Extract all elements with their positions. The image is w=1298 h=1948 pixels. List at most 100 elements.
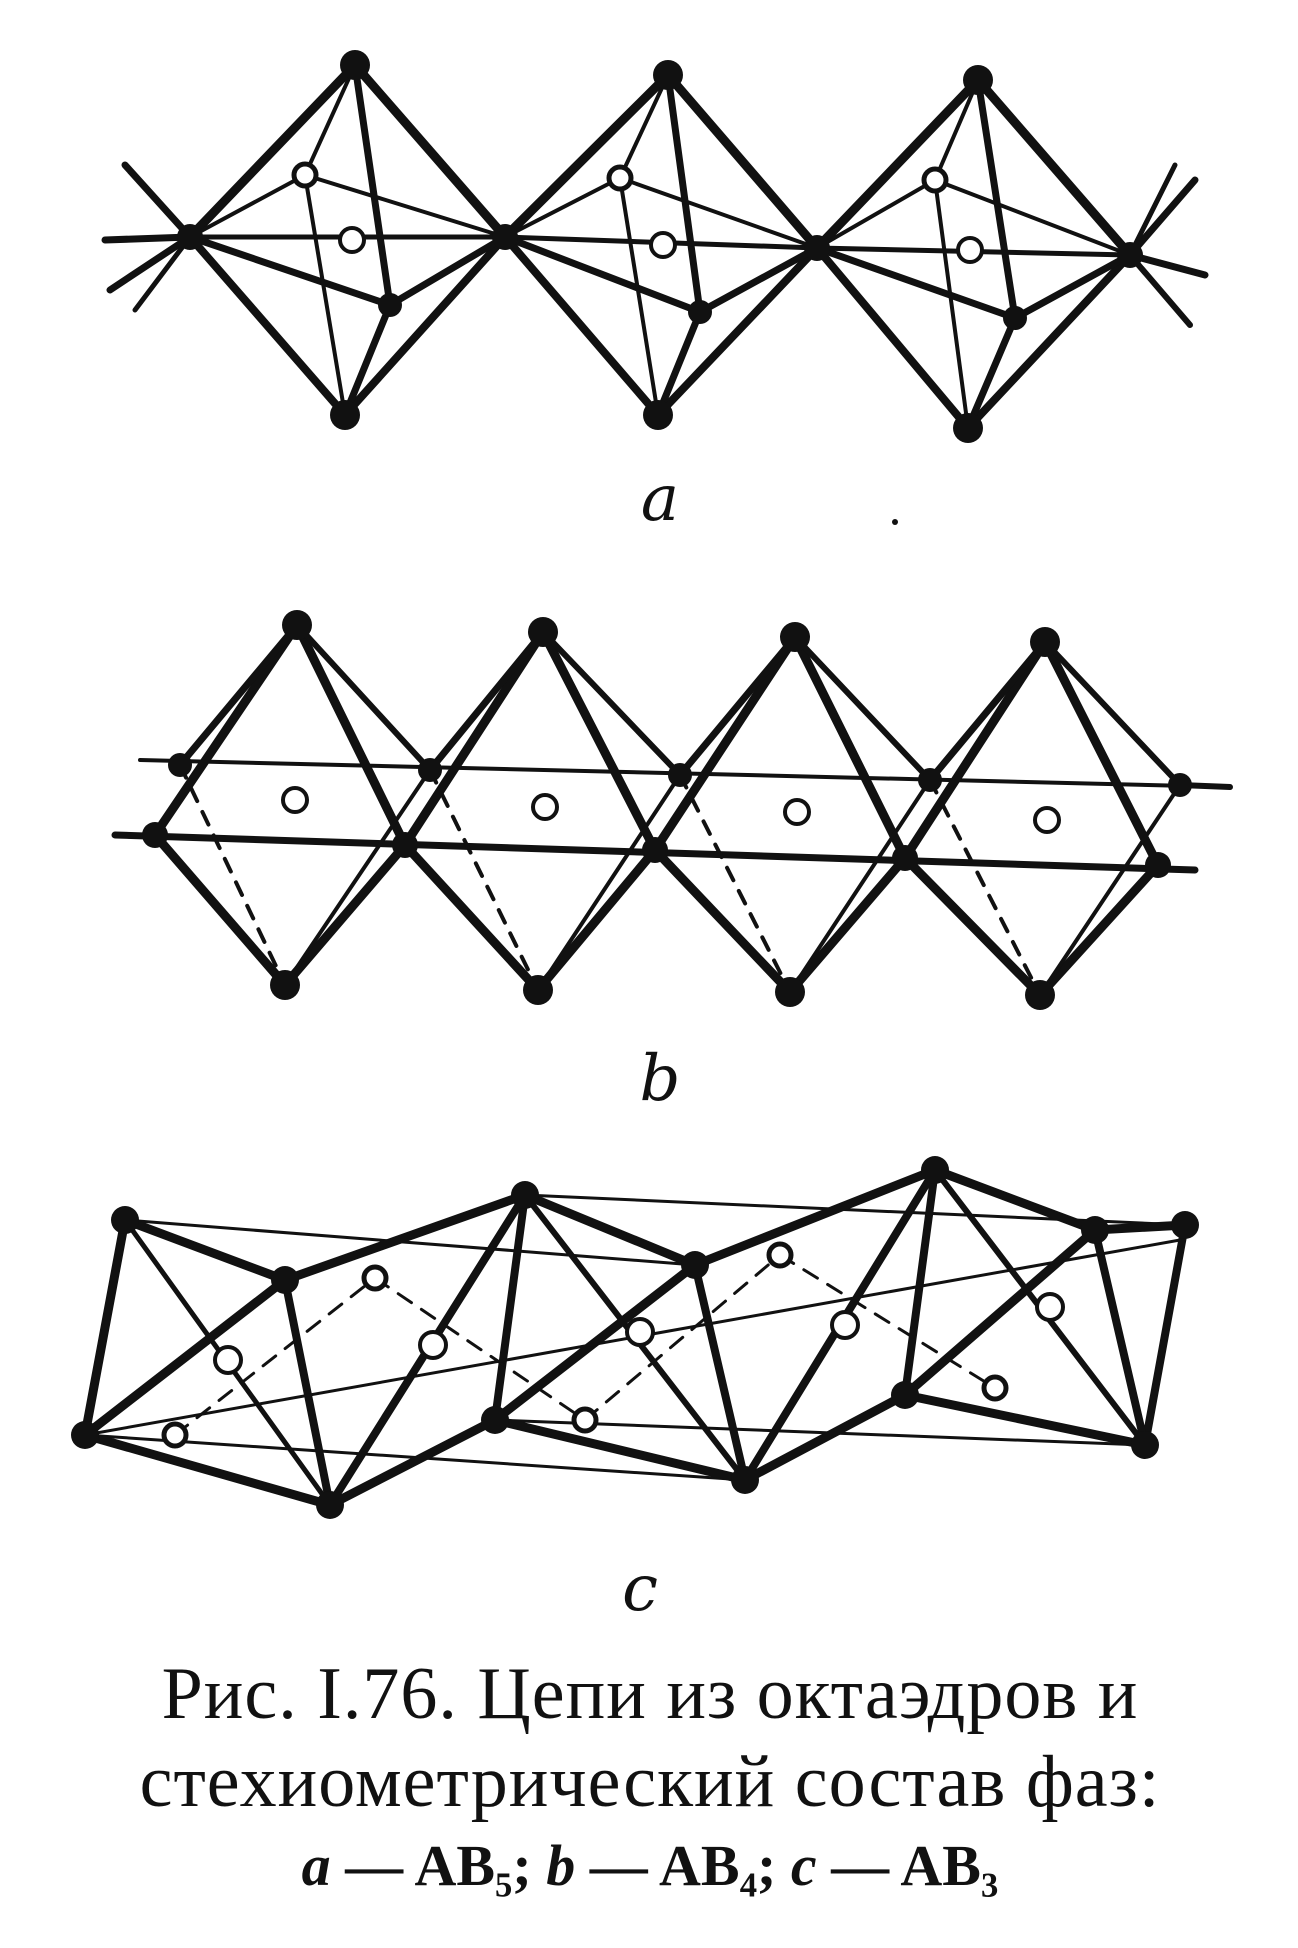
b-atom: [653, 60, 683, 90]
b-atom: [892, 845, 918, 871]
bond-edge: [303, 173, 347, 417]
b-atom: [688, 300, 712, 324]
formula-ab5: AB₅: [414, 1833, 513, 1898]
bond-edge: [740, 1390, 910, 1485]
a-atom: [571, 1406, 599, 1434]
bond-edge: [900, 1225, 1100, 1400]
a-atom: [281, 786, 309, 814]
bond-edge: [1038, 783, 1182, 997]
bond-edge: [618, 176, 660, 417]
bond-edge: [325, 1415, 500, 1510]
b-atom: [177, 224, 203, 250]
a-atom: [338, 226, 366, 254]
formula-ab3: AB₃: [900, 1833, 999, 1898]
bond-edge: [81, 1216, 129, 1439]
bond-edge: [341, 301, 394, 419]
b-atom: [316, 1491, 344, 1519]
bond-edge: [386, 233, 509, 309]
bond-edge: [490, 1260, 700, 1425]
caption-line-2: стехиометрический состав фаз:: [139, 1741, 1161, 1823]
bond-edge: [491, 1191, 529, 1424]
formula-sep-b: —: [575, 1833, 660, 1898]
a-atom: [625, 1317, 655, 1347]
bond-edge: [294, 622, 433, 773]
bond-edge: [150, 620, 302, 840]
bond-edge: [973, 75, 1135, 260]
bond-edge: [792, 634, 933, 783]
b-atom: [643, 400, 673, 430]
bond-edge: [974, 76, 1019, 322]
bond-edge: [815, 178, 937, 250]
bond-edge: [280, 1190, 530, 1285]
b-atom: [804, 235, 830, 261]
b-atom: [1131, 1431, 1159, 1459]
bond-edge: [964, 251, 1134, 432]
bond-edge: [173, 1276, 377, 1437]
bond-edge: [280, 840, 410, 990]
bond-edge: [812, 75, 983, 253]
bond-edge: [1126, 176, 1199, 259]
figure-caption: Рис. I.76. Цепи из октаэдров и стехиомет…: [60, 1650, 1240, 1906]
b-atom: [918, 768, 942, 792]
bond-edge: [778, 1253, 997, 1390]
bond-edge: [303, 63, 357, 177]
b-atom: [963, 65, 993, 95]
a-atom: [783, 798, 811, 826]
b-atom: [340, 50, 370, 80]
b-atom: [282, 610, 312, 640]
formula-letter-c: c: [790, 1833, 817, 1898]
caption-line-1: Рис. I.76. Цепи из октаэдров и: [161, 1653, 1139, 1735]
bond-edge: [283, 768, 432, 987]
caption-formulas: a — AB₅; b — AB₄; c — AB₃: [60, 1826, 1240, 1906]
bond-edge: [1141, 1221, 1189, 1449]
a-atom: [361, 1264, 389, 1292]
bond-edge: [400, 840, 543, 995]
b-atom: [481, 1406, 509, 1434]
bond-edge: [186, 233, 394, 309]
b-atom: [731, 1466, 759, 1494]
chain-a-ab5: [101, 50, 1209, 525]
bond-edge: [426, 628, 547, 774]
bond-edge: [373, 1276, 587, 1422]
panel-label-c: c: [622, 1552, 658, 1626]
b-atom: [523, 975, 553, 1005]
bond-edge: [676, 633, 799, 779]
b-atom: [953, 413, 983, 443]
b-atom: [378, 293, 402, 317]
b-atom: [891, 1381, 919, 1409]
b-atom: [1117, 242, 1143, 268]
bond-edge: [428, 768, 540, 992]
bond-edge: [690, 1165, 940, 1270]
bond-edge: [933, 78, 980, 182]
bond-edge: [930, 1165, 1100, 1235]
bond-edge: [933, 178, 970, 430]
bond-edge: [150, 830, 290, 990]
b-atom: [418, 758, 442, 782]
bond-edge: [533, 845, 660, 995]
panel-label-a: a: [641, 462, 679, 536]
b-atom: [270, 970, 300, 1000]
b-atom: [528, 617, 558, 647]
bond-edge: [501, 233, 704, 316]
bond-edge: [1011, 251, 1134, 322]
bond-edge: [785, 853, 910, 997]
b-atom: [681, 1251, 709, 1279]
a-atom: [649, 231, 677, 259]
bond-edge: [691, 1261, 749, 1484]
bond-edge: [500, 70, 673, 242]
formula-letter-a: a: [301, 1833, 331, 1898]
bond-edge: [292, 620, 410, 850]
bond-edge: [928, 778, 1042, 997]
bond-edge: [654, 244, 821, 419]
b-atom: [1145, 852, 1171, 878]
b-atom: [921, 1156, 949, 1184]
a-atom: [291, 161, 319, 189]
a-atom: [956, 236, 984, 264]
b-atom: [168, 753, 192, 777]
bond-edge: [696, 244, 821, 316]
a-atom: [766, 1241, 794, 1269]
bond-edge: [926, 638, 1049, 784]
bond-edge: [80, 1275, 290, 1440]
formula-letter-b: b: [546, 1833, 576, 1898]
